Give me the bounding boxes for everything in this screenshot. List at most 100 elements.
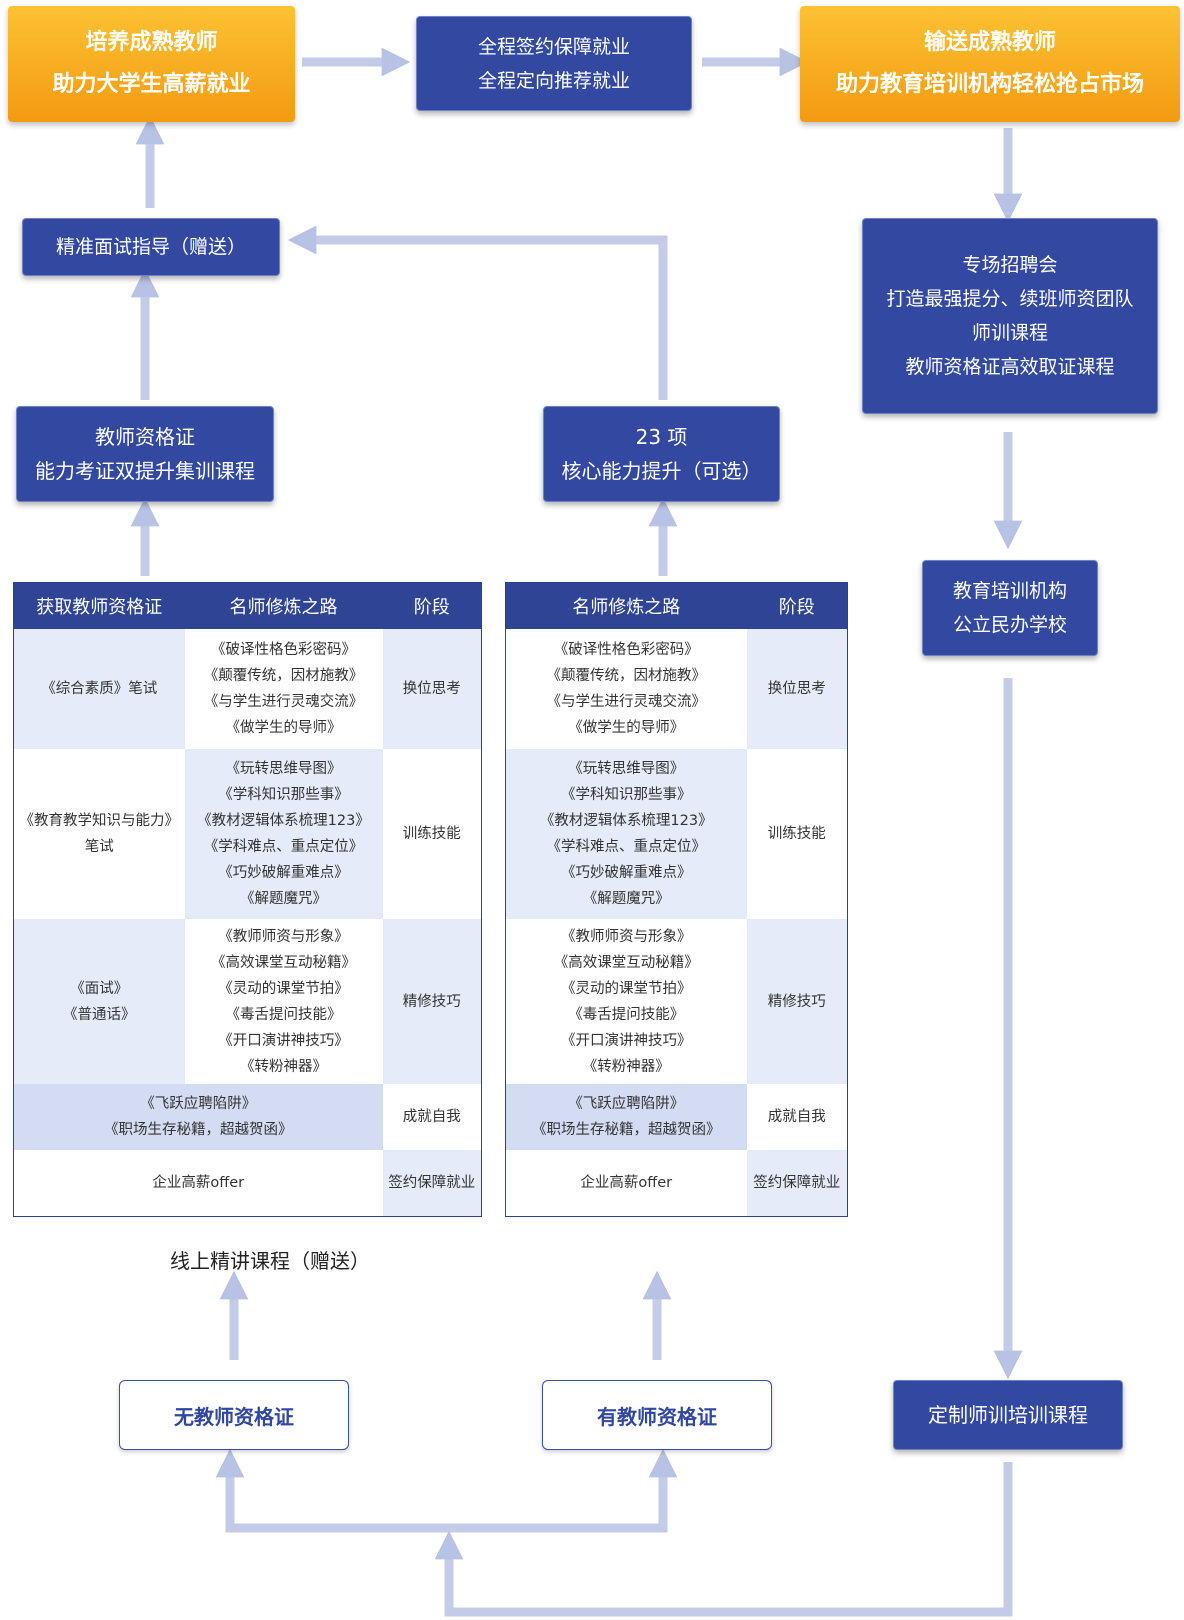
course-title: 《职场生存秘籍，超越贺函》: [104, 1122, 293, 1138]
top-left-box: 培养成熟教师 助力大学生高薪就业: [8, 6, 295, 122]
top-right-line-2: 助力教育培训机构轻松抢占市场: [835, 72, 1144, 97]
exam-text: 《普通话》: [63, 1006, 136, 1023]
interview-guidance-label: 精准面试指导（赠送）: [55, 236, 246, 258]
path-cell: 《玩转思维导图》 《学科知识那些事》 《教材逻辑体系梳理123》 《学科难点、重…: [505, 749, 747, 919]
cert-course-box: 教师资格证 能力考证双提升集训课程: [16, 406, 274, 502]
exam-text: 《综合素质》笔试: [41, 681, 158, 697]
course-title: 《开口演讲神技巧》: [218, 1032, 349, 1049]
interview-guidance-box: 精准面试指导（赠送）: [22, 218, 280, 276]
course-title: 《高效课堂互动秘籍》: [553, 954, 699, 971]
course-title: 《与学生进行灵魂交流》: [203, 694, 364, 710]
course-title: 《教材逻辑体系梳理123》: [197, 813, 370, 829]
top-middle-line-2: 全程定向推荐就业: [477, 69, 630, 92]
course-title: 《开口演讲神技巧》: [561, 1032, 692, 1049]
course-title: 《解题魔咒》: [240, 891, 327, 907]
top-middle-box: 全程签约保障就业 全程定向推荐就业: [416, 16, 692, 111]
stage-cell: 精修技巧: [382, 919, 482, 1084]
offer-text: 企业高薪offer: [152, 1174, 245, 1191]
table-row: 《面试》 《普通话》 《教师师资与形象》 《高效课堂互动秘籍》 《灵动的课堂节拍…: [13, 919, 482, 1084]
course-title: 《与学生进行灵魂交流》: [546, 694, 707, 710]
table-row: 企业高薪offer 签约保障就业: [505, 1150, 848, 1216]
course-title: 《学科知识那些事》: [218, 787, 349, 803]
exam-text: 笔试: [84, 839, 114, 855]
table-row: 《综合素质》笔试 《破译性格色彩密码》 《颠覆传统，因材施教》 《与学生进行灵魂…: [13, 629, 482, 749]
right-header-stage: 阶段: [746, 582, 848, 629]
connector-bottom-branch-left: [215, 1448, 449, 1533]
custom-training-box: 定制师训培训课程: [893, 1380, 1123, 1450]
stage-cell: 成就自我: [382, 1084, 482, 1150]
no-cert-label: 无教师资格证: [174, 1404, 294, 1429]
arrow-core-to-interview: [287, 225, 668, 400]
course-title: 《教材逻辑体系梳理123》: [539, 813, 713, 829]
table-row: 企业高薪offer 签约保障就业: [13, 1150, 482, 1216]
core-ability-line-2: 核心能力提升（可选）: [561, 459, 762, 483]
connector-custom-to-branch: [434, 1462, 1013, 1617]
institutions-line-1: 教育培训机构: [952, 580, 1067, 602]
course-title: 《做学生的导师》: [568, 720, 685, 736]
course-title: 《灵动的课堂节拍》: [561, 980, 692, 997]
recruitment-box: 专场招聘会 打造最强提分、续班师资团队 师训课程 教师资格证高效取证课程: [862, 218, 1158, 414]
table-row: 《教师师资与形象》 《高效课堂互动秘籍》 《灵动的课堂节拍》 《毒舌提问技能》 …: [505, 919, 848, 1084]
stage-cell: 训练技能: [746, 749, 848, 919]
course-title: 《转粉神器》: [240, 1058, 327, 1075]
course-title: 《毒舌提问技能》: [568, 1006, 685, 1023]
merged-cell: 《飞跃应聘陷阱》 《职场生存秘籍，超越贺函》: [13, 1084, 383, 1150]
cert-course-line-2: 能力考证双提升集训课程: [35, 459, 255, 483]
exam-cell: 《面试》 《普通话》: [13, 919, 185, 1084]
stage-cell: 精修技巧: [746, 919, 848, 1084]
right-header-path: 名师修炼之路: [505, 582, 747, 629]
course-title: 《飞跃应聘陷阱》: [568, 1096, 685, 1112]
stage-cell: 签约保障就业: [746, 1150, 848, 1216]
connector-bottom-branch-right: [449, 1448, 678, 1533]
exam-text: 《教育教学知识与能力》: [19, 813, 180, 829]
recruitment-line-1: 专场招聘会: [962, 254, 1058, 276]
course-title: 《灵动的课堂节拍》: [218, 980, 349, 997]
recruitment-line-2: 打造最强提分、续班师资团队: [886, 288, 1134, 310]
path-cell: 企业高薪offer: [505, 1150, 747, 1216]
course-title: 《玩转思维导图》: [568, 761, 685, 777]
course-title: 《巧妙破解重难点》: [561, 865, 692, 881]
course-title: 《做学生的导师》: [225, 720, 342, 736]
course-title: 《转粉神器》: [582, 1058, 670, 1075]
course-title: 《教师师资与形象》: [561, 928, 692, 945]
path-cell: 《教师师资与形象》 《高效课堂互动秘籍》 《灵动的课堂节拍》 《毒舌提问技能》 …: [184, 919, 383, 1084]
institutions-line-2: 公立民办学校: [952, 614, 1067, 636]
cert-course-line-1: 教师资格证: [95, 425, 195, 449]
has-cert-box: 有教师资格证: [542, 1380, 772, 1450]
left-table-header-row: 获取教师资格证 名师修炼之路 阶段: [13, 582, 482, 629]
course-title: 《职场生存秘籍，超越贺函》: [532, 1122, 721, 1138]
table-row: 《教育教学知识与能力》 笔试 《玩转思维导图》 《学科知识那些事》 《教材逻辑体…: [13, 749, 482, 919]
course-title: 《学科难点、重点定位》: [203, 839, 364, 855]
top-left-line-2: 助力大学生高薪就业: [52, 72, 251, 97]
path-cell: 《破译性格色彩密码》 《颠覆传统，因材施教》 《与学生进行灵魂交流》 《做学生的…: [184, 629, 383, 749]
top-right-box: 输送成熟教师 助力教育培训机构轻松抢占市场: [800, 6, 1180, 122]
core-ability-line-1: 23 项: [635, 425, 688, 449]
course-title: 《破译性格色彩密码》: [553, 642, 699, 658]
custom-training-label: 定制师训培训课程: [928, 1403, 1088, 1427]
stage-cell: 签约保障就业: [382, 1150, 482, 1216]
left-header-cert: 获取教师资格证: [13, 582, 185, 629]
course-title: 《玩转思维导图》: [225, 761, 342, 777]
path-cell: 《教师师资与形象》 《高效课堂互动秘籍》 《灵动的课堂节拍》 《毒舌提问技能》 …: [505, 919, 747, 1084]
institutions-box: 教育培训机构 公立民办学校: [922, 560, 1098, 656]
exam-cell: 《综合素质》笔试: [13, 629, 185, 749]
no-cert-box: 无教师资格证: [119, 1380, 349, 1450]
course-title: 《学科难点、重点定位》: [546, 839, 707, 855]
offer-text: 企业高薪offer: [580, 1174, 673, 1191]
table-row: 《飞跃应聘陷阱》 《职场生存秘籍，超越贺函》 成就自我: [13, 1084, 482, 1150]
course-title: 《巧妙破解重难点》: [218, 865, 349, 881]
exam-cell: 《教育教学知识与能力》 笔试: [13, 749, 185, 919]
course-title: 《飞跃应聘陷阱》: [140, 1096, 257, 1112]
stage-cell: 换位思考: [746, 629, 848, 749]
stage-cell: 训练技能: [382, 749, 482, 919]
has-cert-label: 有教师资格证: [597, 1404, 717, 1429]
course-title: 《颠覆传统，因材施教》: [546, 668, 707, 684]
path-cell: 《玩转思维导图》 《学科知识那些事》 《教材逻辑体系梳理123》 《学科难点、重…: [184, 749, 383, 919]
left-course-table: 获取教师资格证 名师修炼之路 阶段 《综合素质》笔试 《破译性格色彩密码》 《颠…: [13, 582, 482, 1217]
online-course-label: 线上精讲课程（赠送）: [170, 1249, 370, 1273]
top-middle-line-1: 全程签约保障就业: [477, 35, 630, 58]
stage-cell: 换位思考: [382, 629, 482, 749]
course-title: 《颠覆传统，因材施教》: [203, 668, 364, 684]
course-title: 《教师师资与形象》: [218, 928, 349, 945]
